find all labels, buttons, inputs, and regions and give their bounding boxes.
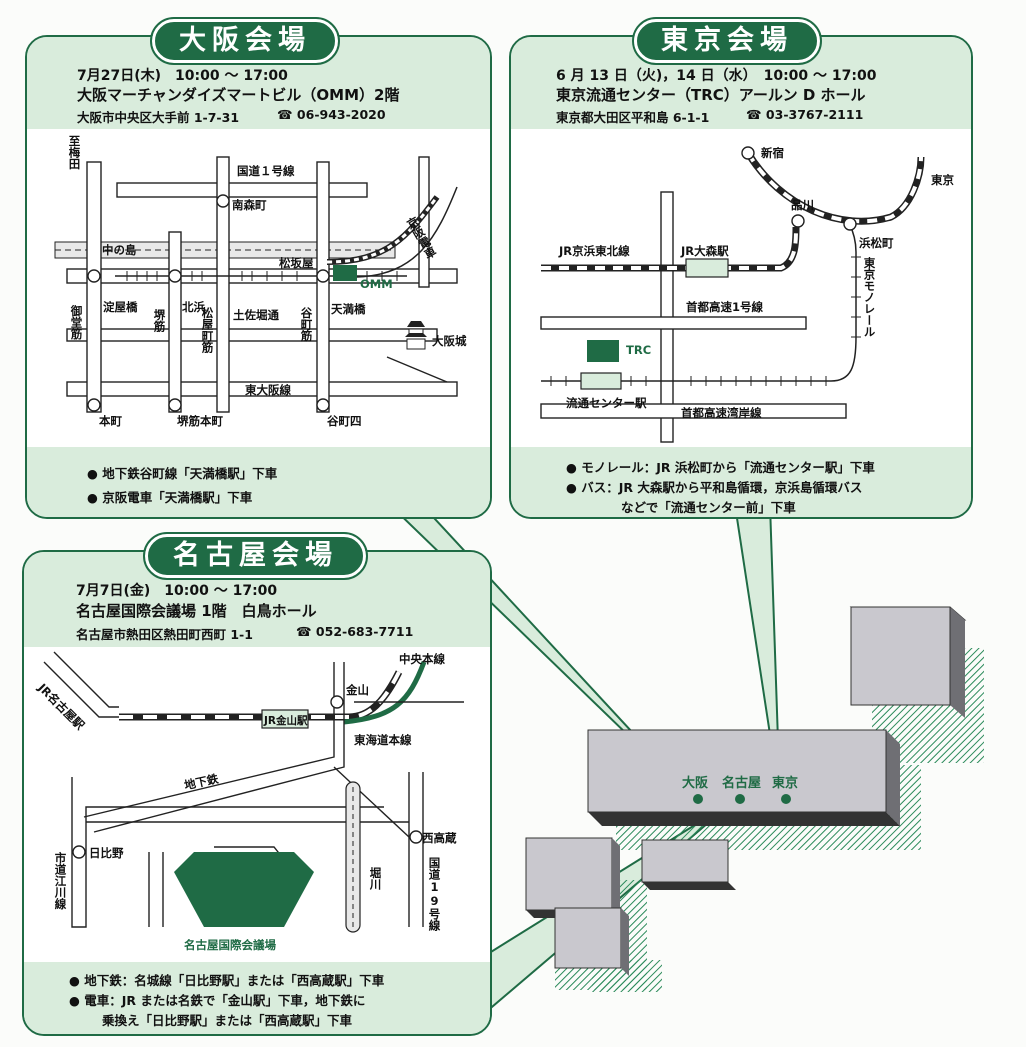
nagoya-venue: 名古屋国際会議場 1階 白鳥ホール [76, 602, 317, 620]
osaka-label-honmachi: 本町 [99, 414, 122, 428]
tokyo-panel: 6 月 13 日（火)，14 日（水） 10:00 〜 17:00 東京流通セン… [509, 35, 973, 519]
city-label-osaka: 大阪 [682, 776, 709, 791]
tokyo-label-ryutsu-station: 流通センター駅 [566, 396, 647, 410]
tokyo-date: 6 月 13 日（火)，14 日（水） 10:00 〜 17:00 [556, 68, 877, 84]
osaka-label-matsuyamachi: 松屋町筋 [200, 307, 215, 353]
nagoya-label-egawa: 市道江川線 [53, 852, 68, 910]
tokyo-label-omori: JR大森駅 [681, 244, 729, 258]
osaka-badge: 大阪会場 [150, 17, 340, 65]
osaka-date: 7月27日(木) 10:00 〜 17:00 [77, 68, 288, 84]
city-dot-osaka [693, 794, 703, 804]
city-label-nagoya: 名古屋 [722, 776, 762, 791]
osaka-address: 大阪市中央区大手前 1-7-31 [77, 110, 240, 125]
osaka-phone: ☎ 06-943-2020 [277, 107, 386, 122]
nagoya-access-3: 乗換え「日比野駅」または「西高蔵駅」下車 [102, 1013, 353, 1028]
tokyo-map [540, 146, 925, 443]
tokyo-access-2: ● バス：JR 大森駅から平和島循環，京浜島循環バス [566, 480, 863, 495]
nagoya-label-hall: 名古屋国際会議場 [184, 938, 276, 952]
japan-block-north [849, 606, 967, 718]
nagoya-hall-marker [174, 852, 314, 927]
nagoya-map [43, 651, 464, 933]
osaka-label-nakanoshima: 中の島 [102, 243, 137, 257]
nagoya-label-kanayama: 金山 [346, 683, 369, 697]
tokyo-phone: ☎ 03-3767-2111 [746, 107, 864, 122]
nagoya-address: 名古屋市熱田区熱田町西町 1-1 [76, 627, 253, 642]
osaka-castle-icon [405, 321, 427, 350]
osaka-label-osakajo: 大阪城 [432, 334, 467, 348]
osaka-map [54, 156, 458, 413]
osaka-label-minamimori: 南森町 [232, 198, 267, 212]
tokyo-badge: 東京会場 [632, 17, 822, 65]
osaka-venue: 大阪マーチャンダイズマートビル（OMM）2階 [77, 86, 400, 104]
osaka-label-yodoyabashi: 淀屋橋 [103, 300, 138, 314]
osaka-access-2: ● 京阪電車「天満橋駅」下車 [87, 490, 253, 505]
nagoya-label-nishitakakura: 西高蔵 [422, 831, 457, 845]
tokyo-label-monorail: 東京モノレール [862, 257, 877, 338]
tokyo-label-shinagawa: 品川 [791, 198, 814, 212]
osaka-label-tanimachi4: 谷町四 [327, 414, 362, 428]
tokyo-label-shutoko1: 首都高速1号線 [686, 300, 764, 314]
osaka-label-sakaisuji: 堺筋 [152, 309, 167, 332]
osaka-label-midosuji: 御堂筋 [69, 305, 84, 340]
city-dot-nagoya [735, 794, 745, 804]
tokyo-label-wangan: 首都高速湾岸線 [681, 406, 762, 420]
nagoya-label-jr-kanayama: JR金山駅 [264, 715, 308, 727]
tokyo-trc-marker [587, 340, 619, 362]
osaka-label-route1: 国道１号線 [237, 164, 295, 178]
tokyo-access-3: などで「流通センター前」下車 [621, 500, 796, 515]
osaka-label-umeda: 至梅田 [67, 135, 82, 170]
nagoya-label-horikawa: 堀川 [368, 867, 383, 890]
tokyo-label-keihintohoku: JR京浜東北線 [559, 244, 630, 258]
nagoya-badge: 名古屋会場 [143, 532, 368, 580]
nagoya-date: 7月7日(金) 10:00 〜 17:00 [76, 583, 278, 599]
osaka-label-kitahama: 北浜 [182, 300, 205, 314]
nagoya-label-route19: 国道19号線 [427, 857, 442, 931]
osaka-label-tenmabashi: 天満橋 [331, 302, 366, 316]
osaka-label-tosabori: 土佐堀通 [233, 308, 279, 322]
tokyo-label-hamamatsucho: 浜松町 [859, 236, 894, 250]
tokyo-label-shinjuku: 新宿 [761, 146, 784, 160]
osaka-label-tanimachi: 谷町筋 [299, 307, 314, 342]
osaka-label-higashiosaka: 東大阪線 [245, 383, 291, 397]
osaka-label-omm: OMM [360, 277, 393, 291]
nagoya-label-hibino: 日比野 [89, 846, 124, 860]
osaka-omm-marker [333, 265, 357, 281]
osaka-label-matsuzakaya: 松坂屋 [279, 256, 314, 270]
city-label-tokyo: 東京 [772, 776, 799, 791]
nagoya-phone: ☎ 052-683-7711 [296, 624, 414, 639]
osaka-label-sakaisujihonmachi: 堺筋本町 [177, 414, 223, 428]
tokyo-address: 東京都大田区平和島 6-1-1 [556, 110, 710, 125]
japan-block-southwest [525, 837, 736, 976]
osaka-access-1: ● 地下鉄谷町線「天満橋駅」下車 [87, 466, 278, 481]
city-dot-tokyo [781, 794, 791, 804]
nagoya-label-chuo: 中央本線 [399, 652, 445, 666]
nagoya-label-tokaido: 東海道本線 [354, 733, 412, 747]
tokyo-access-1: ● モノレール：JR 浜松町から「流通センター駅」下車 [566, 460, 875, 475]
osaka-panel: 7月27日(木) 10:00 〜 17:00 大阪マーチャンダイズマートビル（O… [25, 35, 492, 519]
nagoya-panel: 7月7日(金) 10:00 〜 17:00 名古屋国際会議場 1階 白鳥ホール … [22, 550, 492, 1036]
nagoya-access-2: ● 電車：JR または名鉄で「金山駅」下車，地下鉄に [69, 993, 366, 1008]
tokyo-label-tokyo: 東京 [931, 173, 954, 187]
tokyo-label-trc: TRC [626, 343, 652, 357]
tokyo-venue: 東京流通センター（TRC）アールン D ホール [556, 86, 866, 104]
nagoya-access-1: ● 地下鉄：名城線「日比野駅」または「西高蔵駅」下車 [69, 973, 385, 988]
